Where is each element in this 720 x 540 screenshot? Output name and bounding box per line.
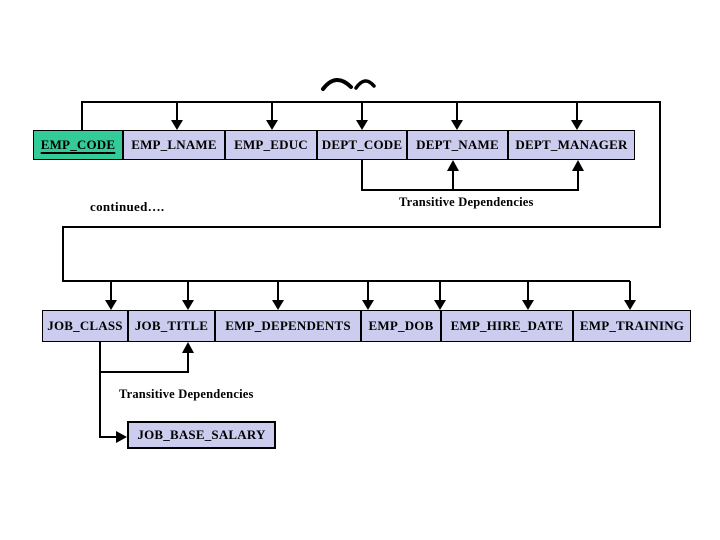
field-label-emp-dependents: EMP_DEPENDENTS [225,318,351,333]
arrowhead-emp-dependents [272,300,284,310]
arrowhead-emp-dob [362,300,374,310]
transitive-arrowhead-dept-name [447,160,459,171]
field-box-emp-dob: EMP_DOB [361,310,441,342]
transitive-arrowhead-dept-manager [572,160,584,171]
field-label-emp-lname: EMP_LNAME [131,137,217,152]
field-box-job-title: JOB_TITLE [128,310,215,342]
field-box-job-base-salary: JOB_BASE_SALARY [127,421,276,449]
field-box-emp-hire-date: EMP_HIRE_DATE [441,310,573,342]
field-label-dept-name: DEPT_NAME [416,137,499,152]
transitive-wire-dept [361,160,579,191]
field-box-emp-educ: EMP_EDUC [225,130,317,160]
field-label-emp-hire-date: EMP_HIRE_DATE [450,318,564,333]
arrowhead-job-title [182,300,194,310]
cropped-title-arc-left [321,78,353,91]
field-box-emp-training: EMP_TRAINING [573,310,691,342]
transitive-dependencies-label-top: Transitive Dependencies [399,195,534,209]
field-label-emp-training: EMP_TRAINING [579,318,685,333]
arrowhead-dept-code [356,120,368,130]
field-label-emp-code: EMP_CODE [40,137,116,152]
field-label-job-title: JOB_TITLE [134,318,209,333]
field-label-emp-educ: EMP_EDUC [234,137,308,152]
field-box-dept-name: DEPT_NAME [407,130,508,160]
field-box-emp-lname: EMP_LNAME [123,130,225,160]
transitive-stem-job-title [100,352,189,373]
transitive-dependencies-label-bottom: Transitive Dependencies [119,387,254,401]
field-box-emp-code: EMP_CODE [33,130,123,160]
field-label-dept-code: DEPT_CODE [321,137,403,152]
field-label-dept-manager: DEPT_MANAGER [515,137,628,152]
field-label-job-base-salary: JOB_BASE_SALARY [137,427,266,442]
arrowhead-dept-manager [571,120,583,130]
field-box-emp-dependents: EMP_DEPENDENTS [215,310,361,342]
cropped-title-arc-right [354,79,376,90]
arrowhead-job-class [105,300,117,310]
arrowhead-emp-educ [266,120,278,130]
arrowhead-emp-hire-date [522,300,534,310]
field-box-job-class: JOB_CLASS [42,310,128,342]
field-label-emp-dob: EMP_DOB [368,318,434,333]
field-box-dept-manager: DEPT_MANAGER [508,130,635,160]
primary-key-dependency-bus [62,101,661,282]
transitive-arrowhead-job-title [182,342,194,353]
arrowhead-dept-name [451,120,463,130]
arrowhead-emp-dob-right [434,300,446,310]
arrowhead-emp-training [624,300,636,310]
transitive-arrowhead-job-base-salary [116,431,127,443]
field-label-job-class: JOB_CLASS [47,318,123,333]
field-box-dept-code: DEPT_CODE [317,130,407,160]
transitive-wire-job [99,342,117,438]
arrowhead-emp-lname [171,120,183,130]
continued-note: continued…. [90,199,165,214]
